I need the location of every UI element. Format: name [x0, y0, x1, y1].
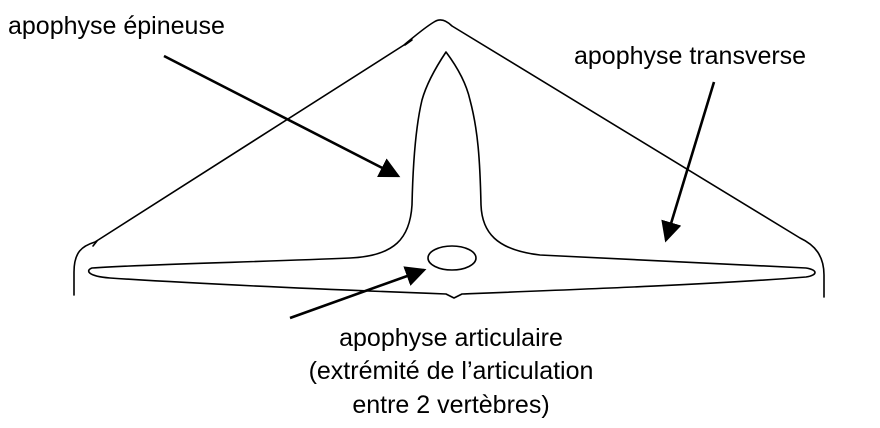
- vertebra-body: [87, 51, 816, 299]
- label-articular-line1: apophyse articulaire: [339, 324, 563, 352]
- label-transverse: apophyse transverse: [574, 42, 806, 70]
- label-articular-line3: entre 2 vertèbres): [352, 391, 549, 419]
- arrow-articular: [289, 266, 427, 320]
- arrow-spinous: [163, 54, 401, 178]
- label-spinous: apophyse épineuse: [8, 12, 225, 40]
- apex-tick: [404, 39, 413, 46]
- label-articular-line2: (extrémité de l’articulation: [309, 357, 594, 385]
- articular-ellipse: [427, 245, 477, 271]
- outer-outline: [73, 19, 825, 298]
- outline-tick: [92, 240, 98, 247]
- arrow-transverse: [661, 81, 716, 243]
